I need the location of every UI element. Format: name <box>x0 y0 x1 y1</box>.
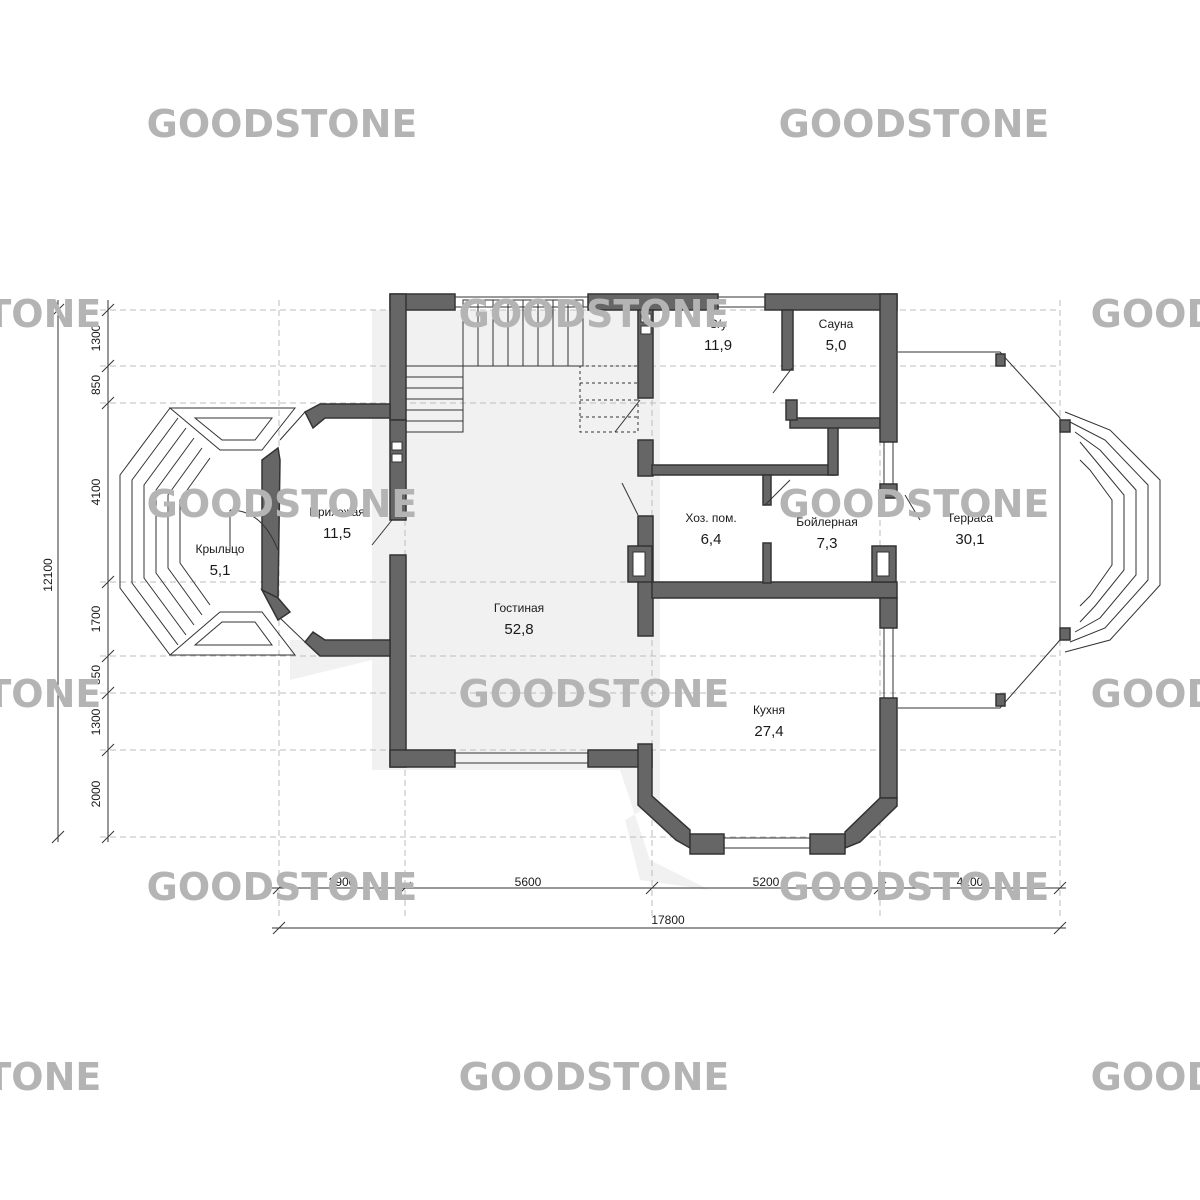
room-name-boiler: Бойлерная <box>796 515 857 529</box>
dim-v-4: 1700 <box>89 605 103 632</box>
watermark: GOODSTONE <box>779 102 1050 146</box>
room-labels: С/у 11,9 Сауна 5,0 Прихожая 11,5 Крыльцо… <box>196 317 994 740</box>
dim-h-2: 5600 <box>515 875 542 889</box>
porch-steps <box>119 407 297 656</box>
room-area-boiler: 7,3 <box>817 535 838 552</box>
doors <box>229 367 921 551</box>
dim-v-2: 850 <box>89 375 103 395</box>
watermark: GOODSTONE <box>0 672 101 716</box>
watermark: GOODSTONE <box>1091 1055 1200 1099</box>
watermark: GOODSTONE <box>459 672 730 716</box>
room-area-sauna: 5,0 <box>826 337 847 354</box>
watermark: GOODSTONE <box>0 1055 101 1099</box>
dim-v-7: 2000 <box>89 780 103 807</box>
room-name-terrasa: Терраса <box>947 511 993 525</box>
room-area-su: 11,9 <box>704 337 732 354</box>
dim-h-3: 5200 <box>753 875 780 889</box>
room-name-su: С/у <box>709 317 727 331</box>
room-name-prihozhaya: Прихожая <box>309 505 365 519</box>
room-name-kryltso: Крыльцо <box>196 542 245 556</box>
room-name-gostinaya: Гостиная <box>494 601 544 615</box>
windows <box>279 296 894 849</box>
dim-h-4: 4100 <box>957 875 984 889</box>
walls <box>260 293 898 855</box>
watermarks: GOODSTONE GOODSTONE GOODSTONE GOODSTONE … <box>0 102 1200 1099</box>
watermark: GOODSTONE <box>147 102 418 146</box>
watermark: GOODSTONE <box>779 482 1050 526</box>
dim-h-1: 2900 <box>329 875 356 889</box>
terrace-steps <box>898 351 1161 709</box>
dim-v-5: 850 <box>89 665 103 685</box>
dim-h-total: 17800 <box>651 913 685 927</box>
watermark: GOODSTONE <box>147 482 418 526</box>
vertical-dimensions: 12100 1300 850 4100 1700 850 1300 2000 <box>41 300 115 844</box>
staircase <box>404 299 641 433</box>
room-area-hoz: 6,4 <box>701 531 722 548</box>
dim-v-1: 1300 <box>89 324 103 351</box>
watermark: GOODSTONE <box>147 865 418 909</box>
room-area-terrasa: 30,1 <box>955 531 984 548</box>
room-area-kuhnya: 27,4 <box>754 723 783 740</box>
watermark: GOODSTONE <box>779 865 1050 909</box>
room-name-hoz: Хоз. пом. <box>685 511 736 525</box>
watermark: GOODSTONE <box>1091 292 1200 336</box>
room-name-sauna: Сауна <box>819 317 854 331</box>
watermark: GOODSTONE <box>0 292 101 336</box>
room-area-kryltso: 5,1 <box>210 562 231 579</box>
watermark: GOODSTONE <box>459 292 730 336</box>
room-name-kuhnya: Кухня <box>753 703 785 717</box>
dim-v-6: 1300 <box>89 708 103 735</box>
room-area-prihozhaya: 11,5 <box>323 525 351 542</box>
watermark: GOODSTONE <box>459 1055 730 1099</box>
horizontal-dimensions: 2900 5600 5200 4100 17800 <box>272 875 1067 935</box>
watermark: GOODSTONE <box>1091 672 1200 716</box>
room-area-gostinaya: 52,8 <box>504 621 533 638</box>
dim-v-3: 4100 <box>89 478 103 505</box>
dim-v-total: 12100 <box>41 558 55 592</box>
